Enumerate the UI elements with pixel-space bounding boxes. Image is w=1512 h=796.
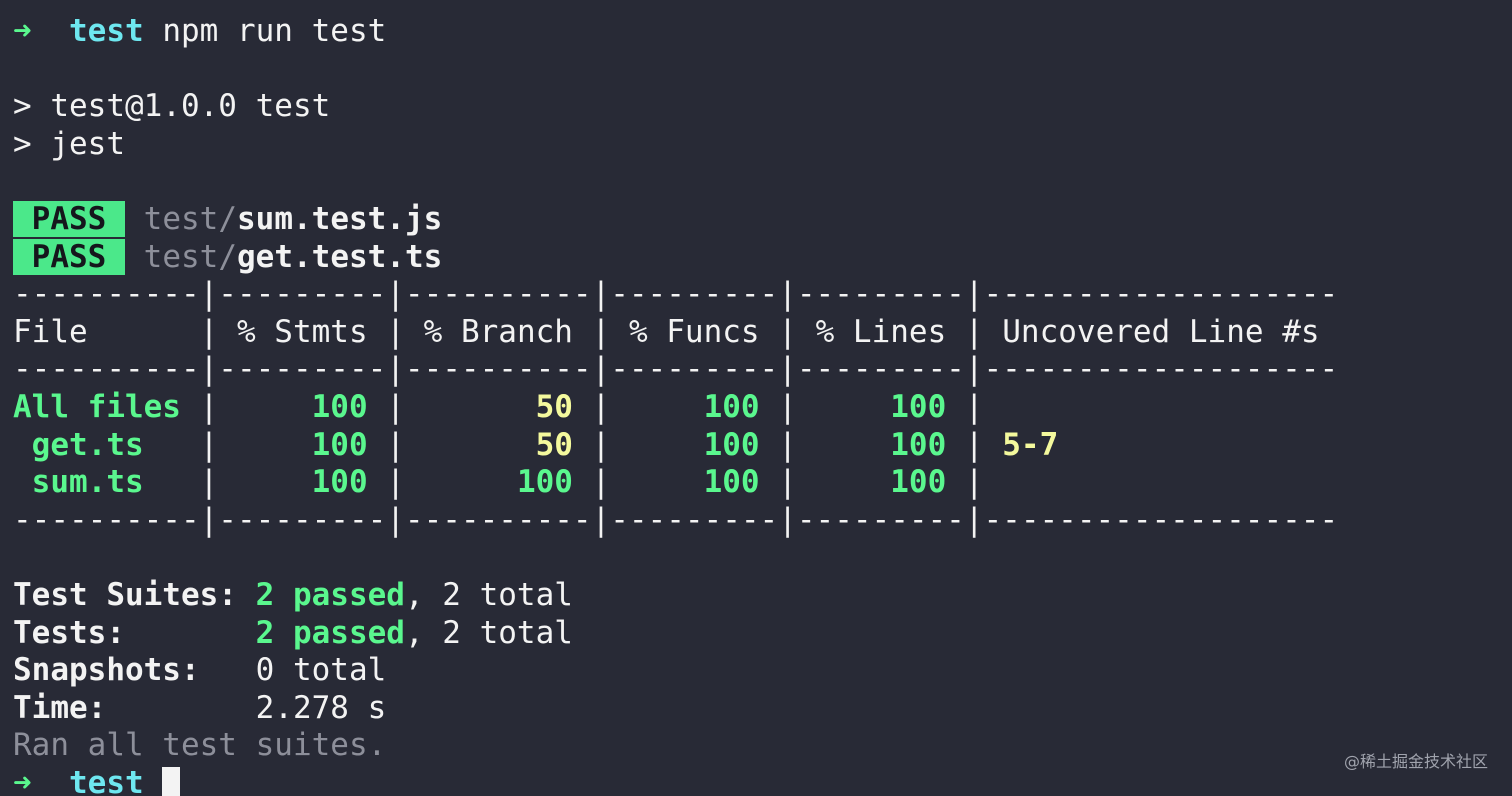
prompt-line: ➜ test npm run test (13, 13, 1512, 51)
prompt-arrow-icon: ➜ (13, 764, 32, 796)
prompt-dir: test (69, 13, 144, 49)
summary-suites: Test Suites: 2 passed, 2 total (13, 576, 573, 613)
coverage-table: ----------|---------|----------|--------… (13, 276, 1512, 539)
test-result-row: PASS test/get.test.ts (13, 238, 1512, 277)
pass-badge: PASS (13, 200, 125, 237)
test-dir: test/ (143, 238, 237, 275)
summary-tests: Tests: 2 passed, 2 total (13, 614, 573, 651)
test-result-row: PASS test/sum.test.js (13, 200, 1512, 239)
prompt-arrow-icon: ➜ (13, 13, 32, 49)
prompt-dir: test (69, 764, 144, 796)
pass-badge: PASS (13, 238, 125, 275)
test-file: sum.test.js (237, 200, 443, 237)
table-separator: ----------|---------|----------|--------… (13, 501, 1339, 538)
table-row: sum.ts | 100 | 100 | 100 | 100 | (31, 464, 1003, 501)
table-row: get.ts | 100 | 50 | 100 | 100 | 5-7 (31, 426, 1059, 463)
table-row: All files | 100 | 50 | 100 | 100 | (13, 388, 1003, 425)
test-file: get.test.ts (237, 238, 443, 275)
table-separator: ----------|---------|----------|--------… (13, 351, 1339, 388)
watermark: @稀土掘金技术社区 (1343, 752, 1488, 771)
npm-jest-line: > jest (13, 125, 125, 162)
prompt-line-current[interactable]: ➜ test (13, 765, 1512, 796)
terminal[interactable]: ➜ test npm run test > test@1.0.0 test > … (13, 13, 1512, 796)
prompt-command: npm run test (162, 13, 387, 49)
summary-snapshots: Snapshots: 0 total (13, 652, 387, 689)
table-separator: ----------|---------|----------|--------… (13, 276, 1339, 313)
table-header: File | % Stmts | % Branch | % Funcs | % … (13, 313, 1320, 350)
test-dir: test/ (143, 200, 237, 237)
text-cursor (162, 767, 181, 796)
summary-time: Time: 2.278 s (13, 689, 387, 726)
summary-ran: Ran all test suites. (13, 727, 387, 764)
npm-script-line: > test@1.0.0 test (13, 88, 331, 125)
